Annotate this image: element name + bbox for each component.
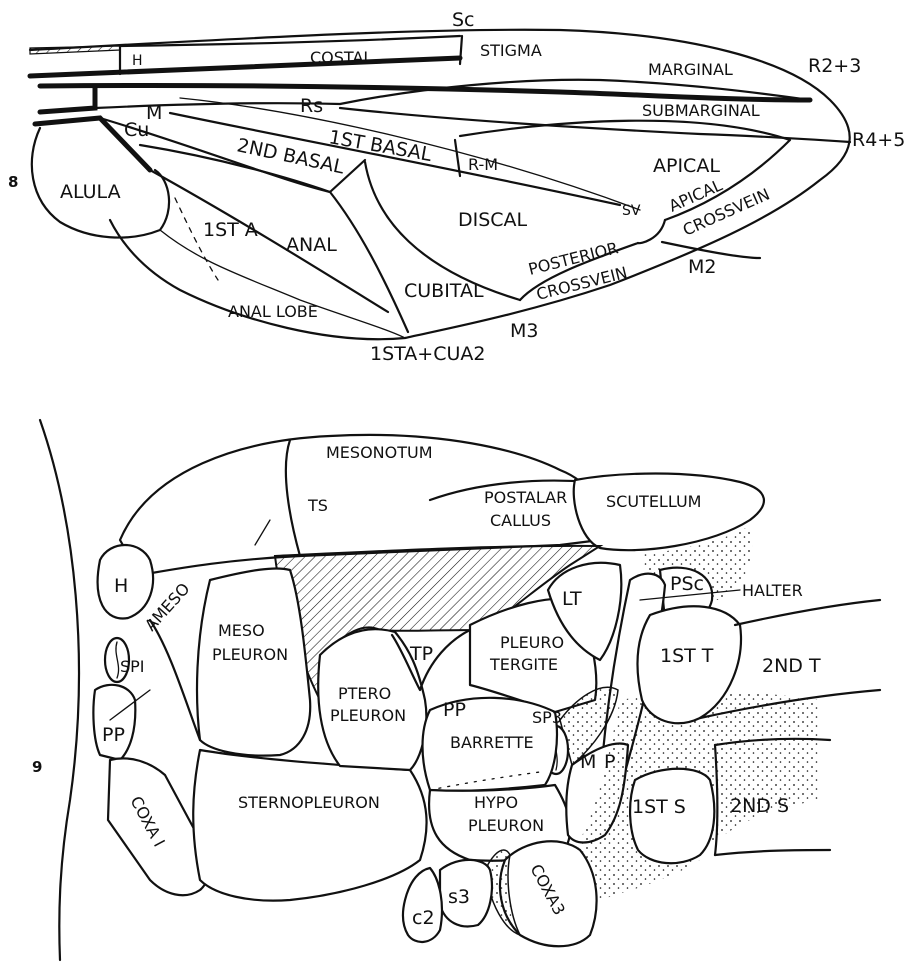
- r45-vein: [340, 108, 850, 142]
- label-anal: ANAL: [286, 234, 337, 256]
- label-pp-upper: PP: [443, 699, 466, 721]
- apical-crossvein: [638, 220, 665, 243]
- label-postalar-1: POSTALAR: [484, 488, 567, 507]
- label-s3: s3: [448, 886, 470, 908]
- label-h: H: [132, 53, 143, 69]
- label-lt: LT: [562, 588, 582, 610]
- label-anal-lobe: ANAL LOBE: [228, 302, 318, 321]
- label-ts: TS: [307, 496, 328, 515]
- label-hypopleuron-2: PLEURON: [468, 816, 544, 835]
- label-first-s: 1ST S: [632, 796, 686, 818]
- thorax-diagram: [40, 420, 880, 960]
- label-pleurotergite-2: TERGITE: [489, 655, 558, 674]
- head-edge: [40, 420, 79, 960]
- label-mesonotum: MESONOTUM: [326, 443, 433, 462]
- label-first-t: 1ST T: [660, 645, 714, 667]
- label-sternopleuron: STERNOPLEURON: [238, 793, 380, 812]
- label-r45: R4+5: [852, 129, 905, 151]
- label-alula: ALULA: [60, 181, 121, 203]
- label-second-s: 2ND S: [730, 795, 789, 817]
- label-hypopleuron-1: HYPO: [474, 793, 518, 812]
- label-postalar-2: CALLUS: [490, 511, 551, 530]
- label-rm: R-M: [468, 155, 498, 174]
- label-mp-m: M: [580, 751, 596, 773]
- basal-stem: [40, 88, 95, 112]
- label-sc: Sc: [452, 9, 475, 31]
- label-c2: c2: [412, 907, 435, 929]
- label-submarginal: SUBMARGINAL: [642, 101, 760, 120]
- second-sternite-bottom: [715, 850, 830, 855]
- c2-region: [403, 868, 442, 942]
- label-cubital: CUBITAL: [404, 280, 484, 302]
- label-m2: M2: [688, 256, 716, 278]
- label-discal: DISCAL: [458, 209, 528, 231]
- subcosta-vein: [120, 36, 460, 46]
- label-marginal: MARGINAL: [648, 60, 733, 79]
- label-first-a-cua2: 1STA+CUA2: [370, 343, 485, 365]
- label-mesopleuron-2: PLEURON: [212, 645, 288, 664]
- label-mesopleuron-1: MESO: [218, 621, 265, 640]
- second-tergite-top: [735, 600, 880, 625]
- label-h: H: [114, 575, 128, 597]
- label-second-t: 2ND T: [762, 655, 821, 677]
- label-pleurotergite-1: PLEURO: [500, 633, 564, 652]
- sternopleuron-region: [193, 750, 426, 901]
- label-costal: COSTAL: [310, 48, 372, 67]
- figure-number-9: 9: [32, 758, 42, 776]
- label-scutellum: SCUTELLUM: [606, 492, 701, 511]
- label-tp: TP: [409, 643, 433, 665]
- ameso-boundary: [150, 620, 200, 740]
- propleuron-region: [93, 685, 135, 760]
- label-barrette: BARRETTE: [450, 733, 534, 752]
- label-sp3: SP3: [532, 708, 562, 727]
- label-stigma: STIGMA: [480, 41, 542, 60]
- label-mp-p: P: [604, 751, 615, 773]
- label-first-a: 1ST A: [203, 219, 258, 241]
- label-apical: APICAL: [653, 155, 720, 177]
- label-r23: R2+3: [808, 55, 861, 77]
- label-rs: Rs: [300, 95, 323, 117]
- figure-number-8: 8: [8, 173, 18, 191]
- label-pteropleuron-1: PTERO: [338, 684, 391, 703]
- costal-vein: [30, 58, 460, 76]
- label-sv: SV: [622, 203, 641, 219]
- label-halter: HALTER: [742, 581, 803, 600]
- label-cu: Cu: [124, 119, 149, 141]
- label-pp-left: PP: [102, 724, 125, 746]
- first-a-vein: [150, 170, 388, 312]
- label-sp1: SPI: [120, 657, 145, 676]
- r1-vein: [40, 85, 810, 100]
- wing-labels: Sc H COSTAL STIGMA MARGINAL R2+3 Rs SUBM…: [8, 9, 905, 365]
- label-m3: M3: [510, 320, 538, 342]
- label-psc: PSc: [670, 573, 704, 595]
- label-pteropleuron-2: PLEURON: [330, 706, 406, 725]
